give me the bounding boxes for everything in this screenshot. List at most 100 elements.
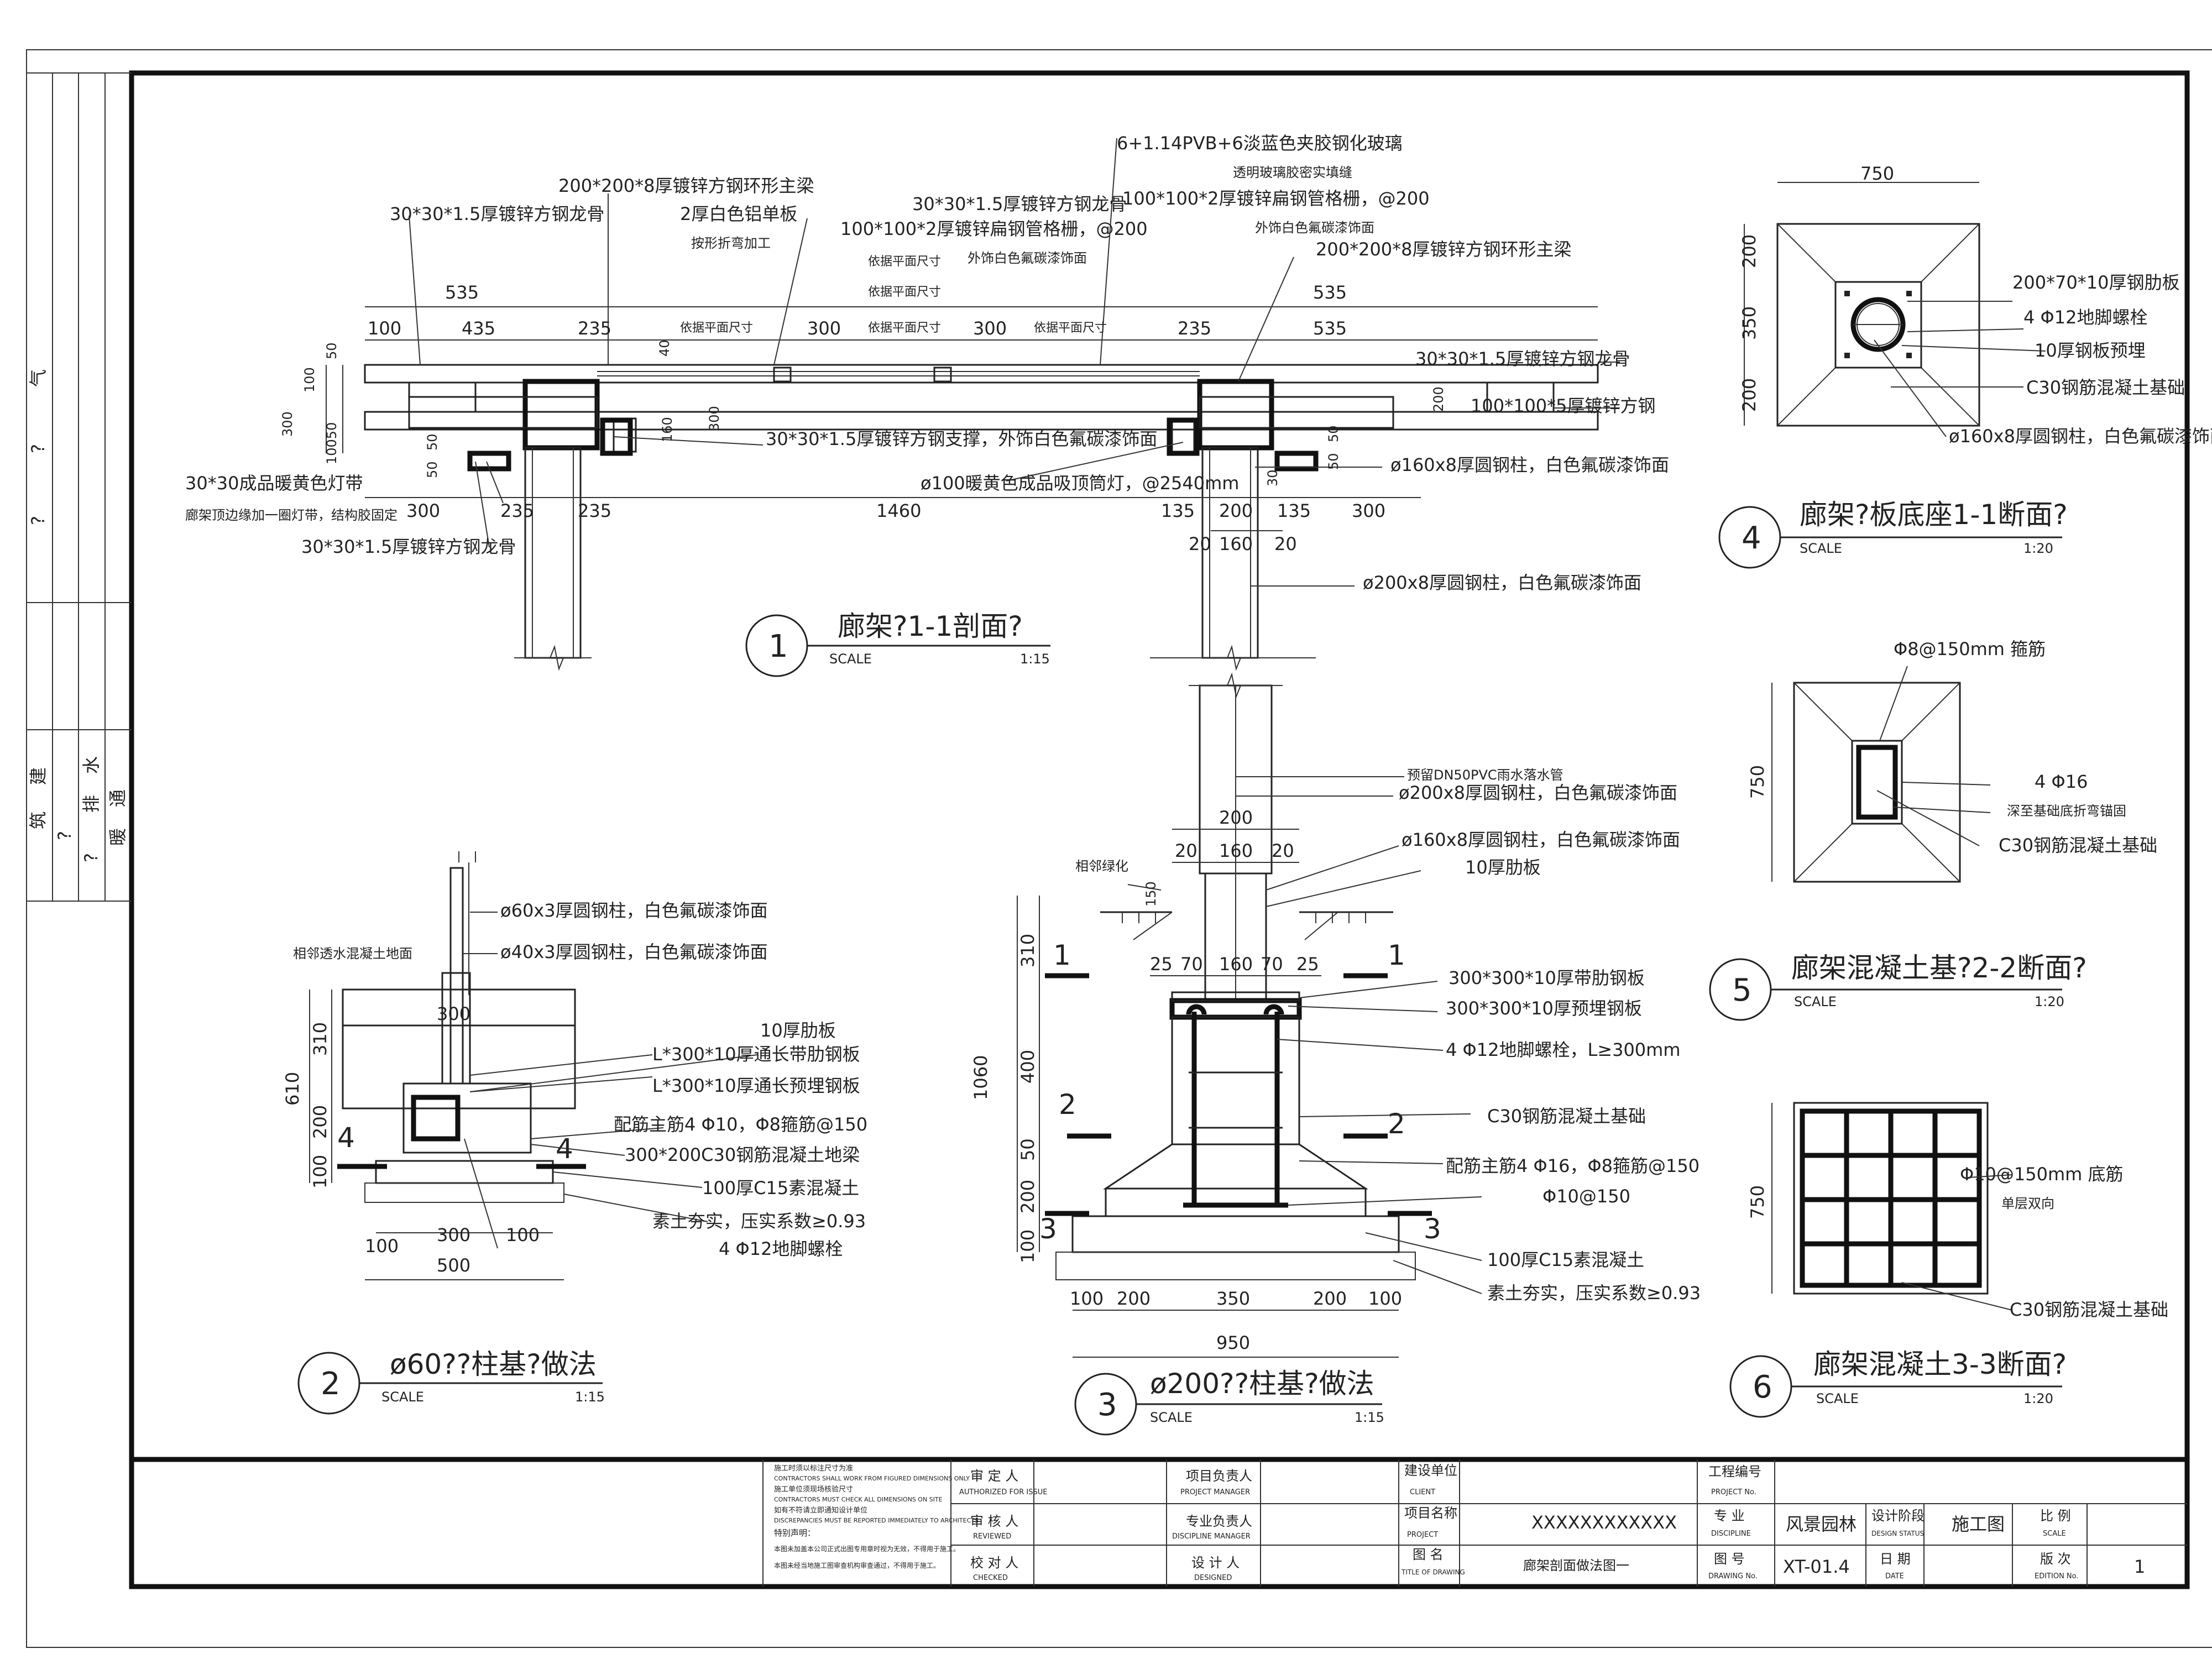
tb-pm: 项目负责人 [1186,1468,1252,1484]
d3-scale: 1:15 [1355,1410,1384,1425]
d3-stirrup: Φ10@150 [1542,1186,1630,1207]
tb-review: 审 核 人 [970,1514,1018,1529]
d3-rebar: 配筋主筋4 Φ16，Φ8箍筋@150 [1446,1155,1699,1176]
d4-title: 廊架?板底座1-1断面? [1800,499,2068,531]
d1-dim-50: 50 [324,342,339,359]
strip-text-4: 建 [28,767,49,785]
d1-sq100-5: 100*100*5厚镀锌方钢 [1471,395,1656,416]
d6-c30: C30钢筋混凝土基础 [2010,1299,2168,1320]
d3-dim-310: 310 [1017,934,1038,967]
tb-projno-en: PROJECT No. [1711,1488,1756,1496]
d1-dim-300b: 300 [973,318,1007,339]
d4-dim-200b: 200 [1739,378,1760,412]
d3-soil: 素土夯实，压实系数≥0.93 [1487,1283,1701,1304]
d1-sq30-mid: 30*30*1.5厚镀锌方钢龙骨 [912,193,1127,214]
d3-dim-70a: 70 [1180,954,1203,975]
d4-col: ø160x8厚圆钢柱，白色氟碳漆饰面 [1949,426,2212,447]
d1-title: 廊架?1-1剖面? [838,610,1023,642]
d2-scale: 1:15 [575,1389,605,1405]
d1-dim-235a: 235 [578,318,611,339]
d1-site-size-2: 依据平面尺寸 [868,285,941,299]
d1-dim-100v: 100 [302,367,317,392]
tb-note-4: CONTRACTORS MUST CHECK ALL DIMENSIONS ON… [774,1496,943,1503]
d3-c15: 100厚C15素混凝土 [1487,1249,1644,1270]
title-block: 施工时须以标注尺寸为准 CONTRACTORS SHALL WORK FROM … [132,1457,2187,1587]
d3-mark-2l: 2 [1059,1088,1076,1121]
d3-title: ø200??柱基?做法 [1150,1368,1374,1400]
d4-c30: C30钢筋混凝土基础 [2026,377,2185,398]
d1-brace: 30*30*1.5厚镀锌方钢支撑，外饰白色氟碳漆饰面 [766,428,1157,449]
d1-dim-535-l: 535 [445,282,479,303]
tb-note-5: 如有不符请立即通知设计单位 [774,1506,867,1515]
d5-title: 廊架混凝土基?2-2断面? [1791,952,2087,984]
strip-text-1: 气 [28,369,49,387]
d3-scale-label: SCALE [1150,1410,1193,1425]
d1-dim-300c: 300 [707,406,722,431]
d3-dim-100l: 100 [1070,1288,1104,1309]
d1-site-size-4: 依据平面尺寸 [868,321,941,335]
tb-date: 日 期 [1880,1551,1911,1567]
d1-beam-main-r: 200*200*8厚镀锌方钢环形主梁 [1316,239,1572,260]
tb-stage-val: 施工图 [1952,1514,2005,1535]
tb-project: 项目名称 [1404,1505,1457,1521]
d2-dim-310: 310 [310,1022,331,1056]
d1-dim-300e: 300 [1352,500,1385,521]
d1-dim-435: 435 [462,318,495,339]
d3-col200: ø200x8厚圆钢柱，白色氟碳漆饰面 [1399,782,1677,803]
d1-grille-r: 100*100*2厚镀锌扁钢管格栅，@200 [1122,188,1430,209]
tb-note-1: 施工时须以标注尺寸为准 [774,1464,853,1473]
d5-dim: 750 [1747,765,1768,799]
d1-dim-50b: 50 [425,461,440,478]
d1-dim-535-r: 535 [1313,282,1347,303]
strip-text-3: ? [28,516,49,525]
d2-mark-4r: 4 [556,1133,573,1165]
d1-dim-235c: 235 [500,500,534,521]
d3-dim-100v: 100 [1017,1229,1038,1263]
d3-dim-400: 400 [1017,1050,1038,1084]
d5-bars: 4 Φ16 [2035,771,2088,792]
d2-dim-100: 100 [310,1155,331,1189]
d1-lamp: ø100暖黄色成品吸顶筒灯，@2540mm [921,473,1239,494]
d1-dim-1460: 1460 [876,500,921,521]
d1-dim-535b: 535 [1313,318,1347,339]
d5-scale: 1:20 [2035,994,2064,1009]
d2-c15: 100厚C15素混凝土 [702,1177,859,1199]
tb-discipline: 专 业 [1714,1508,1745,1524]
d1-dim-135a: 135 [1161,500,1195,521]
d3-dim-1060: 1060 [970,1055,991,1100]
d6-scale: 1:20 [2023,1391,2053,1406]
tb-discipline-val: 风景园林 [1786,1514,1857,1535]
tb-stage-en: DESIGN STATUS [1871,1530,1924,1537]
d4-scale: 1:20 [2023,541,2053,556]
tb-project-name: XXXXXXXXXXXX [1531,1512,1677,1533]
strip-text-6: ? [54,831,75,840]
tb-edition-val: 1 [2134,1556,2145,1577]
d2-rib: 10厚肋板 [760,1020,836,1041]
tb-scale-en: SCALE [2043,1530,2066,1538]
d2-num: 2 [321,1366,341,1402]
tb-client: 建设单位 [1404,1463,1457,1478]
d1-dim-50c: 50 [1326,425,1341,442]
d1-dim-50d: 50 [1326,453,1341,470]
d5-stirrup: Φ8@150mm 箍筋 [1894,639,2046,660]
tb-note-3: 施工单位须现场核验尺寸 [774,1485,853,1494]
d3-dim-150: 150 [1143,881,1159,907]
tb-dm-en: DISCIPLINE MANAGER [1172,1532,1251,1541]
d2-dim-300b: 300 [437,1224,470,1245]
d2-dim-200: 200 [310,1105,331,1139]
d2-rebar: 配筋主筋4 Φ10，Φ8箍筋@150 [614,1114,867,1135]
d1-fluoro: 外饰白色氟碳漆饰面 [968,250,1087,266]
d4-plate: 200*70*10厚钢肋板 [2012,272,2180,293]
tb-project-en: PROJECT [1407,1531,1438,1539]
tb-note-7: 特别声明： [774,1528,815,1538]
tb-date-en: DATE [1885,1572,1904,1581]
tb-approve: 审 定 人 [970,1468,1018,1484]
detail-1-section: 200*200*8厚镀锌方钢环形主梁 30*30*1.5厚镀锌方钢龙骨 2厚白色… [185,133,1669,677]
d3-dim-950: 950 [1216,1332,1250,1353]
d2-angle2: L*300*10厚通长预埋钢板 [652,1075,860,1096]
d2-dim-610: 610 [282,1072,303,1106]
d1-dim-160a: 160 [1219,533,1253,554]
tb-review-en: REVIEWED [973,1532,1011,1541]
d1-led-note: 廊架顶边缘加一圈灯带，结构胶固定 [185,507,398,523]
